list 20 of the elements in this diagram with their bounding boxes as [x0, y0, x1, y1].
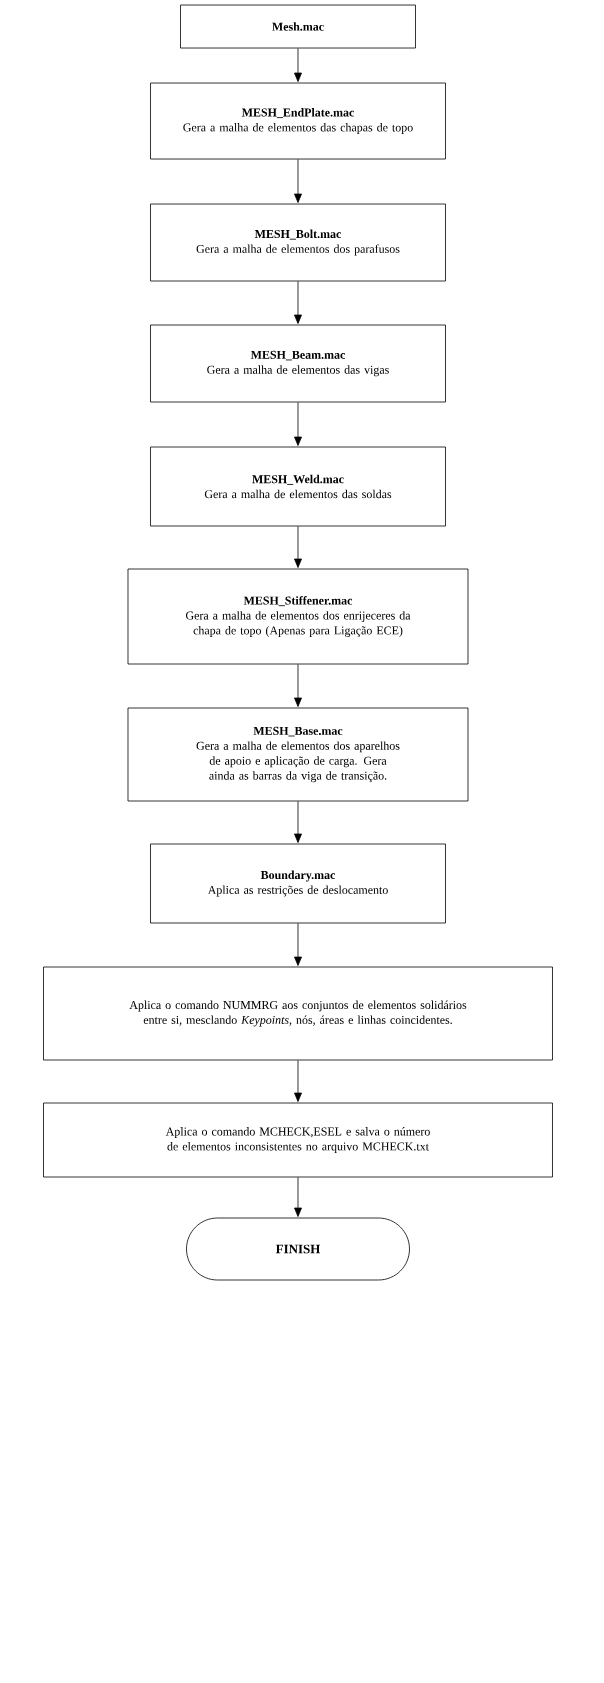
process-box: Mesh.mac [180, 4, 416, 49]
arrow [294, 48, 302, 82]
process-box: MESH_Base.mac Gera a malha de elementos dos aparelhos de apoio e aplicação de carga. Gera ainda as barras da viga de transição. [127, 707, 469, 802]
process-box: MESH_Stiffener.mac Gera a malha de elementos dos enrijeceres da chapa de topo (Apenas para Ligação ECE) [127, 568, 469, 665]
arrow [294, 402, 302, 446]
arrow [294, 526, 302, 568]
arrow [294, 801, 302, 843]
process-box: Boundary.mac Aplica as restrições de deslocamento [150, 843, 446, 924]
arrow [294, 1060, 302, 1102]
arrow [294, 281, 302, 324]
process-box: MESH_Bolt.mac Gera a malha de elementos dos parafusos [150, 203, 446, 282]
arrow [294, 923, 302, 966]
process-box: MESH_Weld.mac Gera a malha de elementos das soldas [150, 446, 446, 527]
process-box: Aplica o comando NUMMRG aos conjuntos de elementos solidários entre si, mesclando Keypoints, nós, áreas e linhas coincidentes. [43, 966, 553, 1061]
process-box: MESH_EndPlate.mac Gera a malha de elementos das chapas de topo [150, 82, 446, 160]
arrow [294, 1177, 302, 1217]
arrow [294, 159, 302, 203]
arrow [294, 664, 302, 707]
process-box: Aplica o comando MCHECK,ESEL e salva o número de elementos inconsistentes no arquivo MCHECK.txt [43, 1102, 553, 1178]
process-box: MESH_Beam.mac Gera a malha de elementos das vigas [150, 324, 446, 403]
